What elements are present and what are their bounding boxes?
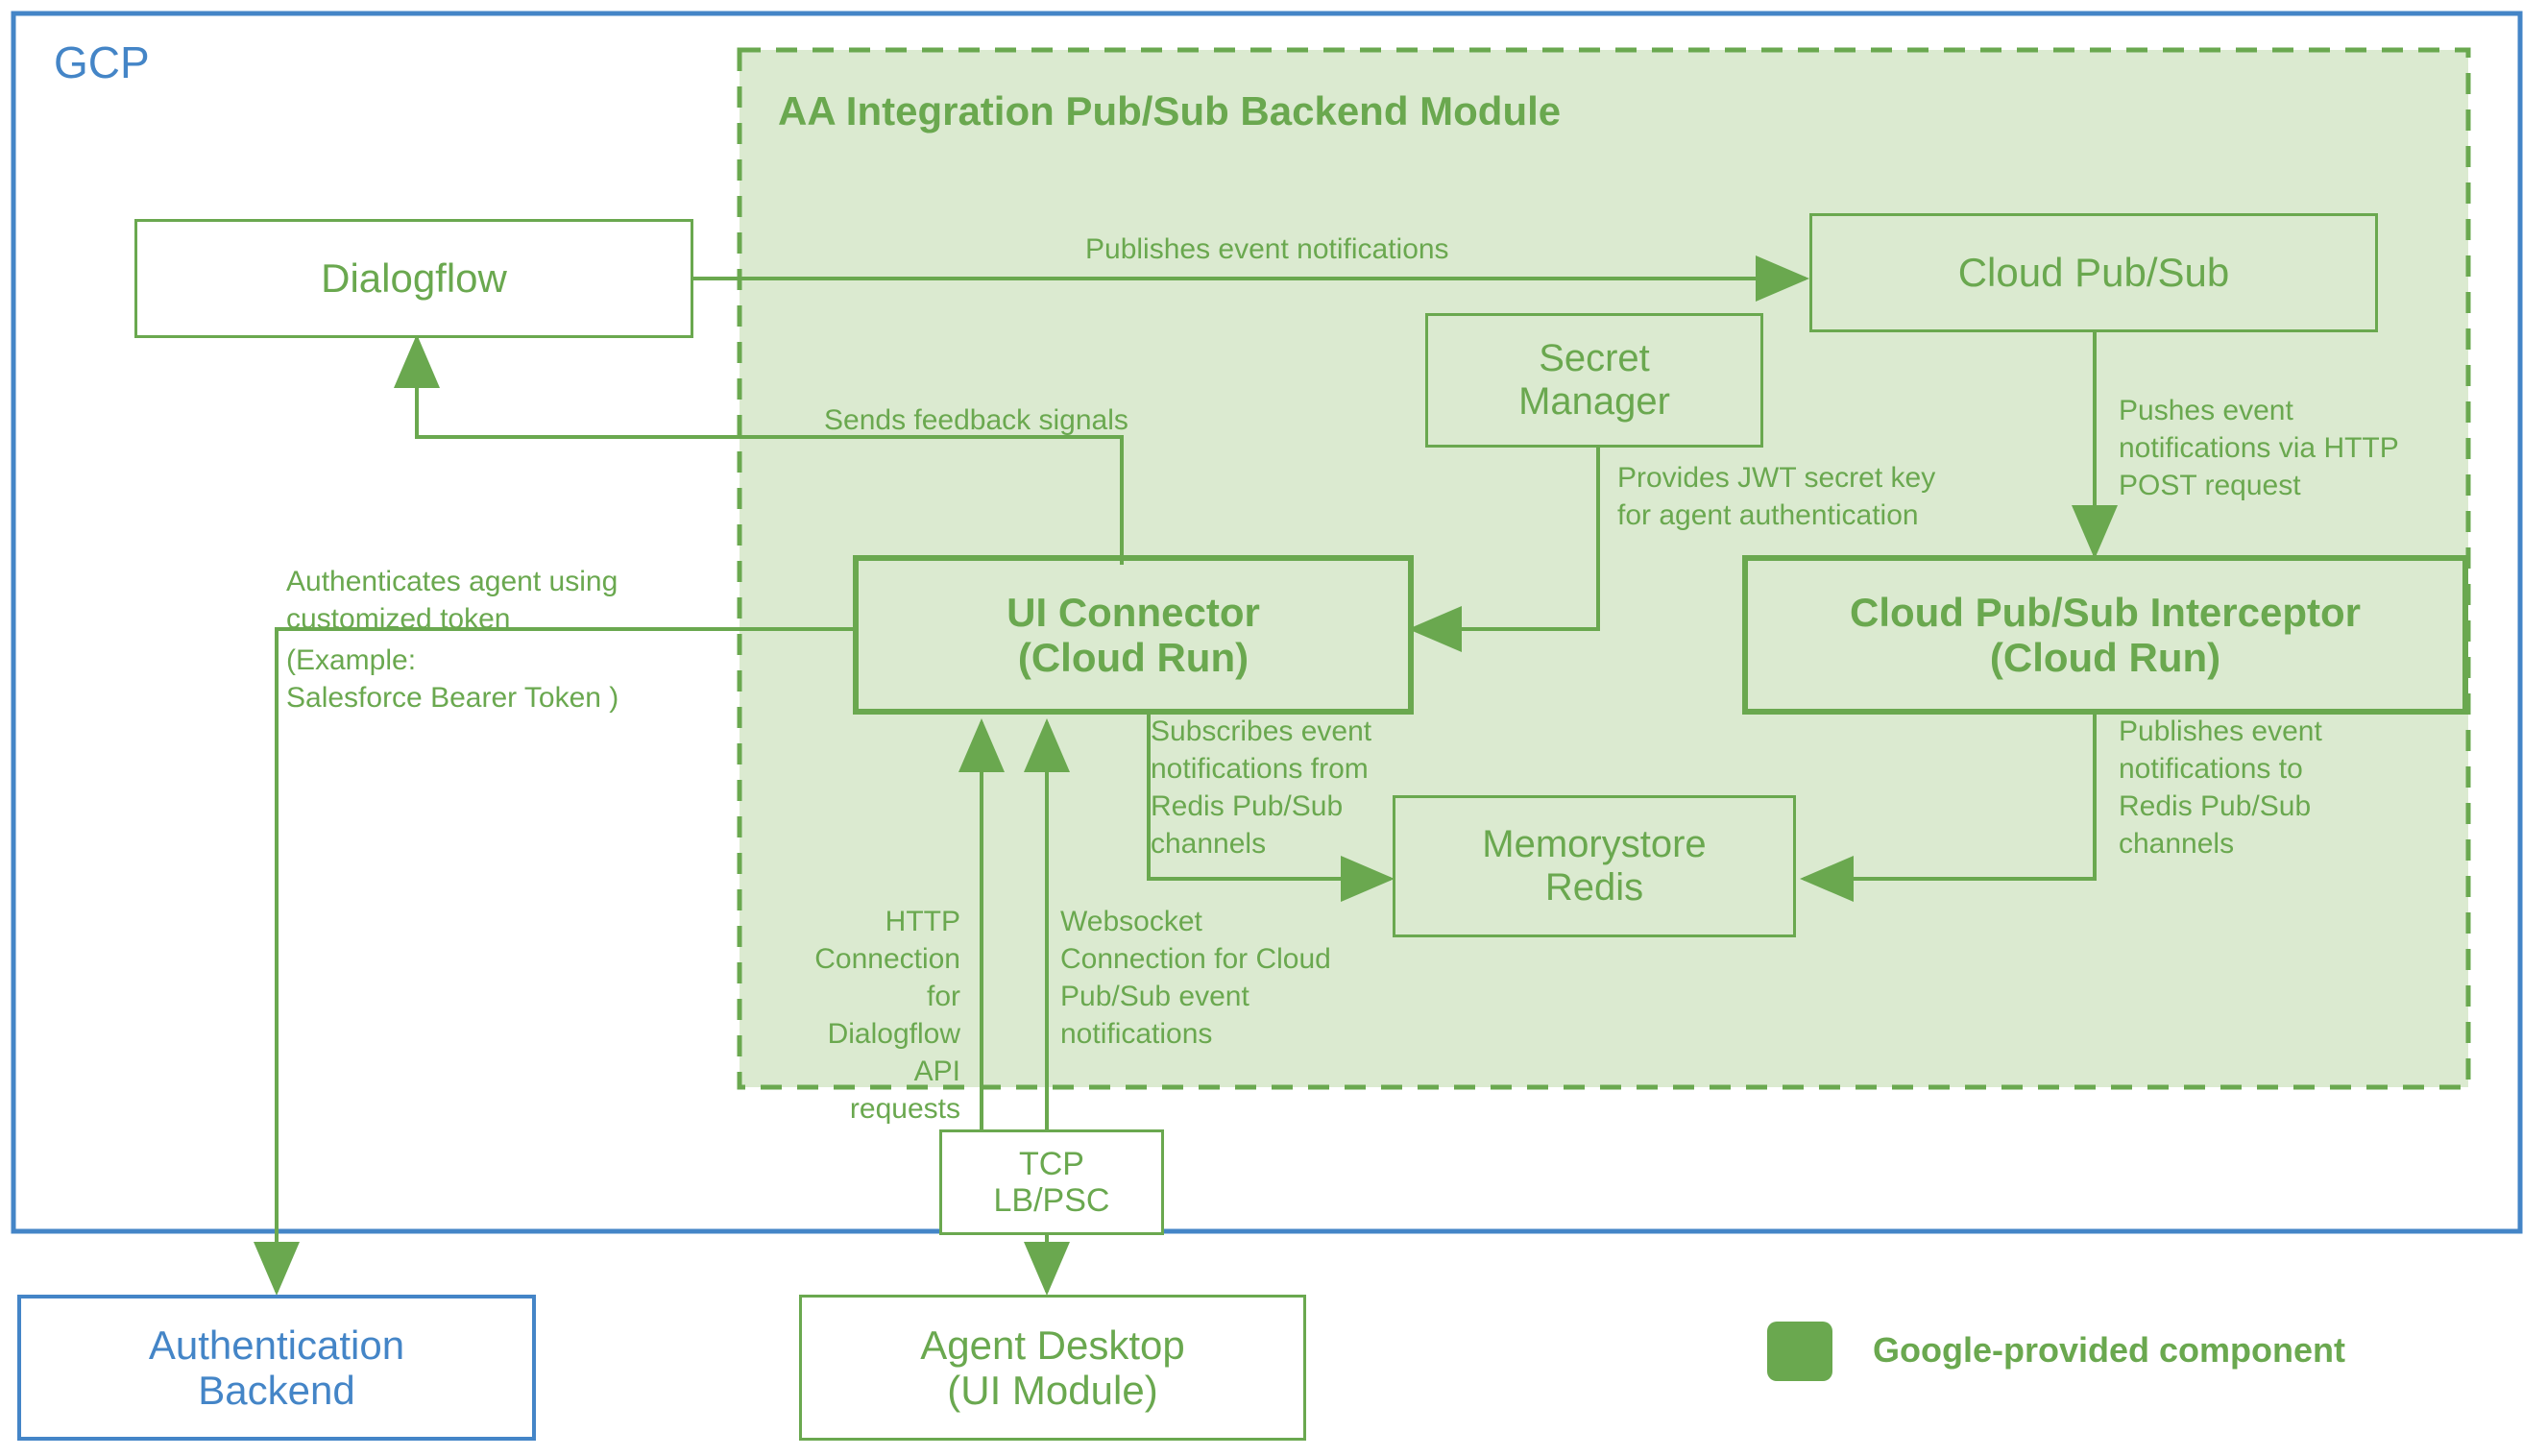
edge-label-websocket-connection: Websocket Connection for Cloud Pub/Sub e… <box>1060 906 1331 1050</box>
gcp-zone-border <box>11 11 2523 1234</box>
node-authentication-backend[interactable]: Authentication Backend <box>17 1295 536 1441</box>
edge-label-subscribes-event-notifications: Subscribes event notifications from Redi… <box>1151 716 1372 860</box>
edge-uiconnector-to-dialogflow <box>394 334 1124 565</box>
gcp-zone-label: GCP <box>54 37 150 87</box>
edge-label-authenticates-agent: Authenticates agent using customized tok… <box>286 566 619 635</box>
module-title: AA Integration Pub/Sub Backend Module <box>778 88 1562 133</box>
edge-secretmanager-to-uiconnector <box>1408 447 1600 652</box>
edge-label-pushes-event-http-post: Pushes event notifications via HTTP POST… <box>2119 395 2399 501</box>
edge-label-sends-feedback-signals: Sends feedback signals <box>824 404 1128 436</box>
node-tcp-lb-psc[interactable]: TCP LB/PSC <box>939 1129 1164 1235</box>
edge-label-publishes-to-redis-channels: Publishes event notifications to Redis P… <box>2119 716 2322 860</box>
edge-interceptor-to-redis <box>1800 713 2097 902</box>
node-dialogflow[interactable]: Dialogflow <box>134 219 693 338</box>
edge-label-http-connection: HTTP Connection for Dialogflow API reque… <box>814 906 960 1125</box>
node-agent-desktop[interactable]: Agent Desktop (UI Module) <box>799 1295 1306 1441</box>
node-ui-connector[interactable]: UI Connector (Cloud Run) <box>853 555 1414 715</box>
node-pubsub-interceptor[interactable]: Cloud Pub/Sub Interceptor (Cloud Run) <box>1742 555 2468 715</box>
edge-label-authenticates-agent-example: (Example: Salesforce Bearer Token ) <box>286 644 619 714</box>
edge-uiconnector-to-authbackend <box>254 627 853 1296</box>
legend-swatch-google-component <box>1767 1322 1832 1381</box>
edge-label-publishes-event-notifications: Publishes event notifications <box>1085 233 1449 265</box>
node-memorystore-redis[interactable]: Memorystore Redis <box>1393 795 1796 937</box>
edge-uiconnector-to-redis <box>1147 713 1395 902</box>
node-secret-manager[interactable]: Secret Manager <box>1425 313 1763 448</box>
legend-label-google-component: Google-provided component <box>1873 1330 2345 1370</box>
edge-label-provides-jwt-secret: Provides JWT secret key for agent authen… <box>1617 462 1936 531</box>
module-zone-border <box>737 47 2471 1090</box>
node-cloud-pubsub[interactable]: Cloud Pub/Sub <box>1809 213 2378 332</box>
